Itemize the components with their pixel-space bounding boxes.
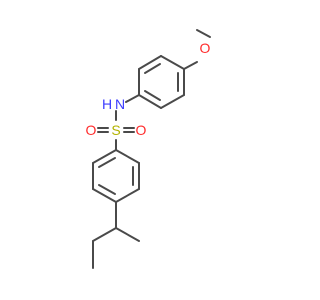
atom-o-methoxy: O (200, 40, 211, 56)
bond-sec-butyl-methyl (115, 227, 140, 242)
bond-upper-ring-double-3 (144, 63, 161, 74)
bond-lower-ring-6 (92, 149, 117, 164)
atom-o-left: O (86, 122, 97, 138)
bond-sec-butyl-ethyl (92, 227, 117, 242)
atom-n: N (115, 96, 125, 112)
atom-o-right: O (136, 122, 147, 138)
atom-labels: O N H S O O (86, 40, 211, 138)
bond-upper-ring-6 (160, 55, 185, 70)
bond-lower-ring-3 (115, 188, 140, 203)
bond-lower-ring-4 (92, 188, 117, 203)
bond-lower-ring-double-3 (98, 157, 116, 168)
atom-h: H (102, 96, 112, 112)
molecule-structure: O N H S O O (86, 29, 211, 269)
atom-s: S (111, 122, 120, 138)
bond-o-aryl (183, 61, 198, 70)
bond-group (92, 29, 211, 269)
bond-upper-ring-double-2 (144, 90, 161, 101)
bond-lower-ring-1 (115, 149, 140, 164)
bond-lower-ring-double-2 (98, 184, 116, 195)
bond-upper-ring-5 (138, 55, 162, 70)
bond-methyl-o (196, 29, 211, 38)
bond-upper-ring-3 (138, 94, 162, 109)
bond-upper-ring-2 (160, 94, 185, 109)
bond-ring-n (125, 94, 140, 103)
